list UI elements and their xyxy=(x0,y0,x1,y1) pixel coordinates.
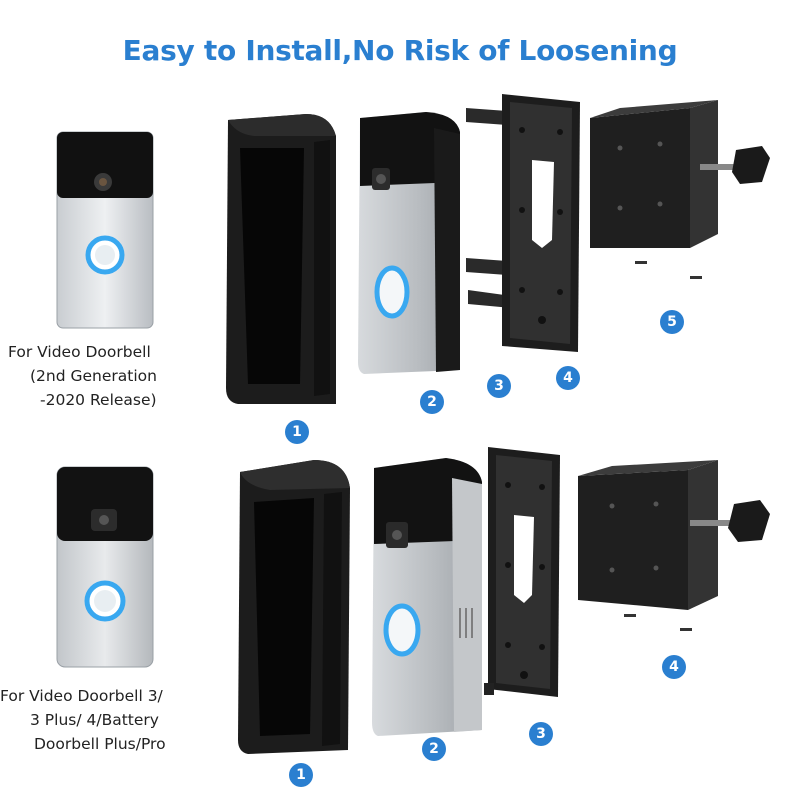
black-cover-large-image xyxy=(238,460,350,754)
angled-bracket-image xyxy=(590,100,770,279)
black-cover-image xyxy=(226,114,336,404)
angled-bracket-large-image xyxy=(578,460,770,631)
bottom-badge-4: 4 xyxy=(662,655,686,679)
top-badge-4: 4 xyxy=(556,366,580,390)
bottom-badge-2: 2 xyxy=(422,737,446,761)
bottom-badge-3: 3 xyxy=(529,722,553,746)
bottom-caption-line-3: Doorbell Plus/Pro xyxy=(34,735,166,753)
bottom-caption-line-2: 3 Plus/ 4/Battery xyxy=(30,711,159,729)
bottom-caption-line-1: For Video Doorbell 3/ xyxy=(0,687,163,705)
top-caption-line-3: -2020 Release) xyxy=(40,391,157,409)
doorbell-in-cover-large-image xyxy=(372,458,482,736)
doorbell-3-4-image xyxy=(56,466,154,668)
mounting-plate-large-image xyxy=(484,447,560,697)
top-caption-line-2: (2nd Generation xyxy=(30,367,157,385)
doorbell-2nd-gen-image xyxy=(56,131,154,329)
bottom-badge-1: 1 xyxy=(289,763,313,787)
top-badge-5: 5 xyxy=(660,310,684,334)
top-badge-3: 3 xyxy=(487,374,511,398)
page-title: Easy to Install,No Risk of Loosening xyxy=(122,34,678,67)
top-caption-line-1: For Video Doorbell xyxy=(8,343,151,361)
top-badge-2: 2 xyxy=(420,390,444,414)
mounting-plate-image xyxy=(466,94,580,352)
top-badge-1: 1 xyxy=(285,420,309,444)
top-compat-caption: For Video Doorbell (2nd Generation -2020… xyxy=(8,340,157,412)
bottom-compat-caption: For Video Doorbell 3/ 3 Plus/ 4/Battery … xyxy=(0,684,166,756)
doorbell-in-cover-image xyxy=(358,112,460,374)
